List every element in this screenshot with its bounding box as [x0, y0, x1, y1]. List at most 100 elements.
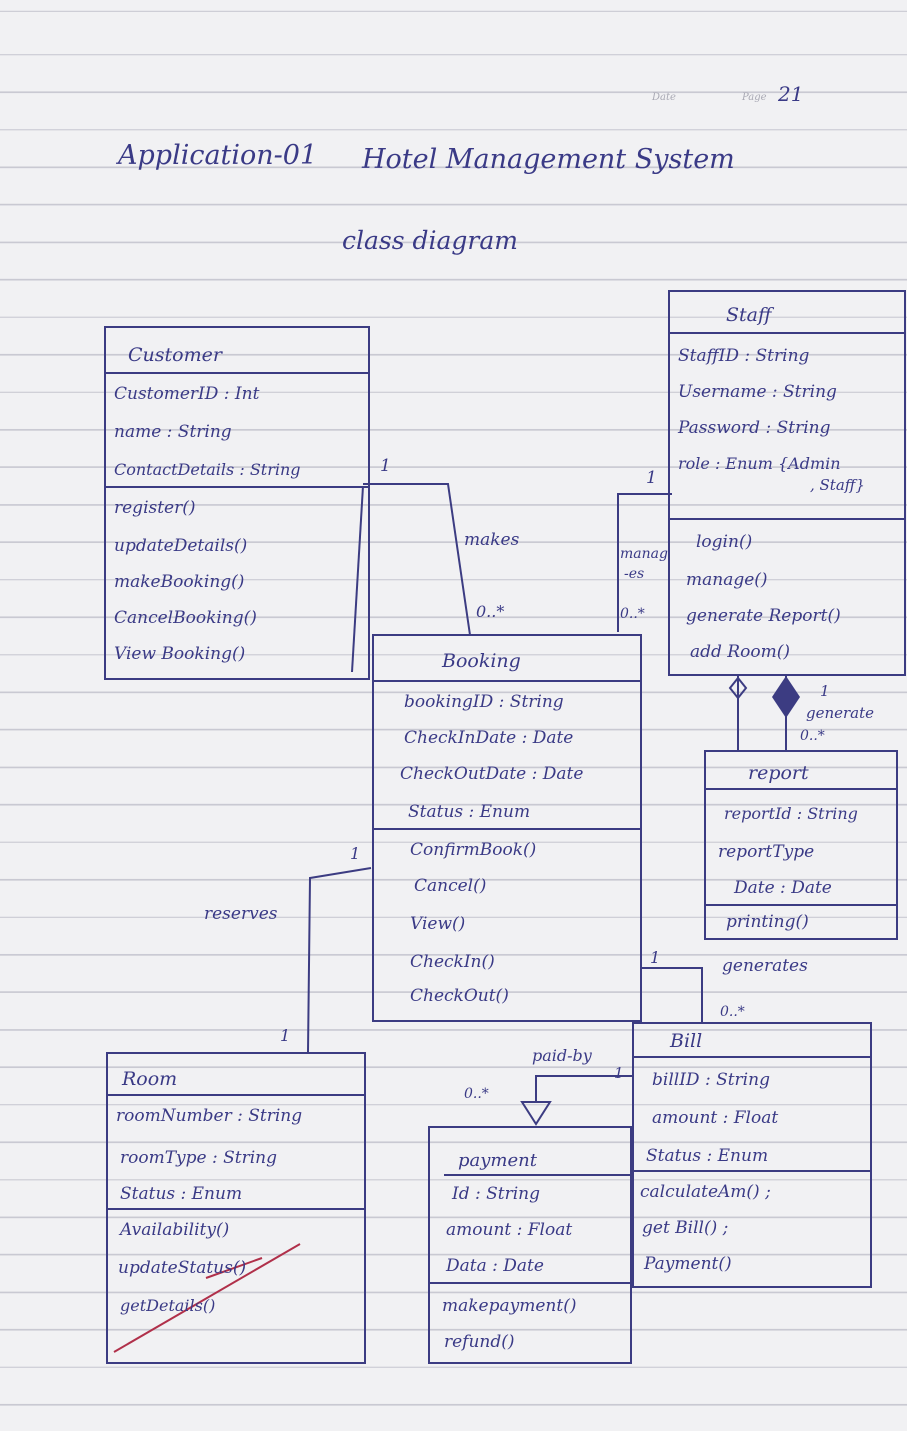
- attribute: Password : String: [678, 418, 831, 438]
- attribute: Status : Enum: [120, 1184, 243, 1204]
- attribute: bookingID : String: [404, 692, 564, 712]
- method: register(): [114, 498, 196, 518]
- method: View Booking(): [114, 644, 246, 664]
- class-name: Customer: [128, 344, 222, 366]
- method: makepayment(): [442, 1296, 577, 1316]
- manages-label-2: -es: [624, 566, 645, 582]
- attribute: roomType : String: [120, 1148, 278, 1168]
- paid-by-label: paid-by: [532, 1046, 592, 1065]
- makes-from-mult: 1: [380, 456, 391, 476]
- divider: [108, 1094, 364, 1096]
- attribute: amount : Float: [446, 1220, 573, 1240]
- class-name: payment: [458, 1150, 537, 1171]
- makes-line: [363, 483, 471, 636]
- method: get Bill() ;: [642, 1218, 729, 1238]
- attribute: Data : Date: [446, 1256, 544, 1276]
- attribute: Id : String: [452, 1184, 541, 1204]
- subtitle: class diagram: [342, 226, 518, 255]
- method: login(): [696, 532, 753, 552]
- manages-label-1: manag: [620, 546, 668, 562]
- attribute: , Staff}: [810, 476, 865, 494]
- class-name: Staff: [726, 304, 772, 326]
- divider: [374, 680, 640, 682]
- filled-diamond: [772, 676, 800, 718]
- makes-label: makes: [464, 530, 520, 550]
- generates-bill-label: generates: [722, 956, 808, 976]
- generates-bill-from-mult: 1: [650, 948, 661, 967]
- manages-to-mult: 0..*: [620, 606, 645, 622]
- divider: [374, 828, 640, 830]
- attribute: Status : Enum: [408, 802, 531, 822]
- attribute: Username : String: [678, 382, 837, 402]
- divider: [106, 486, 368, 488]
- method: getDetails(): [120, 1296, 216, 1315]
- divider: [444, 1174, 630, 1176]
- reserves-line: [307, 867, 372, 1053]
- attribute: amount : Float: [652, 1108, 779, 1128]
- paid-by-line: [535, 1075, 632, 1102]
- generates-bill-to-mult: 0..*: [720, 1004, 745, 1020]
- class-payment: payment Id : String amount : Float Data …: [428, 1126, 632, 1364]
- attribute: ContactDetails : String: [114, 460, 301, 479]
- room-strikethrough: [113, 1243, 301, 1353]
- aggregation-diamond: [728, 676, 748, 700]
- title-left: Application-01: [118, 140, 318, 171]
- method: manage(): [686, 570, 768, 590]
- page-label: Page: [742, 92, 767, 103]
- divider: [706, 788, 896, 790]
- class-booking: Booking bookingID : String CheckInDate :…: [372, 634, 642, 1022]
- class-name: Room: [122, 1068, 178, 1090]
- divider: [106, 372, 368, 374]
- divider: [108, 1208, 364, 1210]
- attribute: CustomerID : Int: [114, 384, 260, 404]
- method: Availability(): [120, 1220, 230, 1240]
- manages-line: [617, 493, 672, 632]
- class-name: Booking: [442, 650, 521, 672]
- reserves-label: reserves: [204, 904, 278, 924]
- method: CheckIn(): [410, 952, 495, 972]
- class-staff: Staff StaffID : String Username : String…: [668, 290, 906, 676]
- attribute: billID : String: [652, 1070, 770, 1090]
- method: calculateAm() ;: [640, 1182, 771, 1202]
- method: refund(): [444, 1332, 515, 1352]
- method: View(): [410, 914, 466, 934]
- method: ConfirmBook(): [410, 840, 537, 860]
- attribute: role : Enum {Admin: [678, 454, 841, 473]
- method: Payment(): [644, 1254, 732, 1274]
- customer-box-slant: [351, 485, 364, 673]
- method: updateDetails(): [114, 536, 248, 556]
- generates-bill-line: [641, 967, 703, 1022]
- date-label: Date: [652, 92, 676, 103]
- attribute: StaffID : String: [678, 346, 810, 366]
- attribute: Status : Enum: [646, 1146, 769, 1166]
- title-right: Hotel Management System: [362, 144, 735, 175]
- divider: [670, 518, 904, 520]
- manages-from-mult: 1: [646, 468, 657, 488]
- attribute: roomNumber : String: [116, 1106, 303, 1126]
- paid-by-to-mult: 0..*: [464, 1086, 489, 1102]
- method: printing(): [726, 912, 809, 932]
- attribute: CheckOutDate : Date: [400, 764, 584, 784]
- divider: [670, 332, 904, 334]
- attribute: reportType: [718, 842, 815, 862]
- paid-by-arrowhead: [520, 1101, 552, 1126]
- attribute: name : String: [114, 422, 232, 442]
- class-bill: Bill billID : String amount : Float Stat…: [632, 1022, 872, 1288]
- attribute: reportId : String: [724, 804, 858, 823]
- method: generate Report(): [686, 606, 841, 626]
- generate-report-label: generate: [806, 704, 875, 722]
- class-report: report reportId : String reportType Date…: [704, 750, 898, 940]
- method: makeBooking(): [114, 572, 245, 592]
- class-customer: Customer CustomerID : Int name : String …: [104, 326, 370, 680]
- reserves-to-mult: 1: [280, 1026, 291, 1045]
- class-name: Bill: [670, 1030, 703, 1052]
- method: Cancel(): [414, 876, 487, 896]
- attribute: CheckInDate : Date: [404, 728, 574, 748]
- class-name: report: [748, 762, 809, 784]
- method: CheckOut(): [410, 986, 509, 1006]
- reserves-from-mult: 1: [350, 844, 361, 863]
- makes-to-mult: 0..*: [476, 602, 505, 621]
- attribute: Date : Date: [734, 878, 832, 898]
